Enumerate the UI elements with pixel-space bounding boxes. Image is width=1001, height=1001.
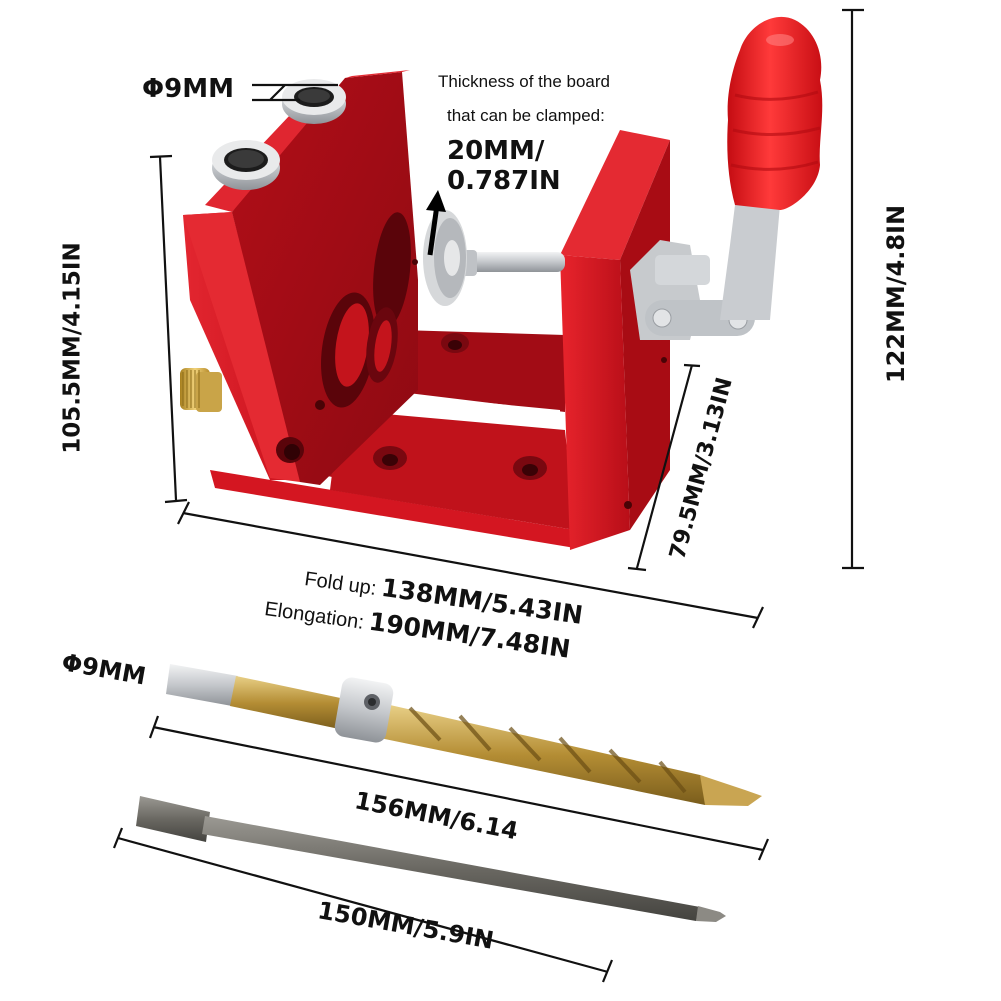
drill-flute	[380, 705, 740, 805]
step-drill-bit	[166, 664, 762, 806]
base-hole	[522, 464, 538, 476]
square-driver-bit	[136, 796, 726, 922]
pocket-hole-jig	[180, 70, 670, 550]
jig-width-dim	[177, 501, 764, 629]
base-hole	[448, 340, 462, 350]
drill-flute-twist	[408, 706, 687, 794]
brass-depth-knob	[180, 368, 222, 412]
total-height-label: 122MM/4.8IN	[882, 204, 911, 384]
toggle-clamp-body	[655, 255, 710, 285]
toggle-clamp	[630, 16, 823, 340]
clamp-thickness-in: 0.787IN	[447, 166, 561, 196]
drill-guide-opening	[335, 303, 369, 387]
drill-stop-collar	[334, 677, 394, 743]
drill-tip	[700, 775, 762, 806]
jig-guide-side-front	[183, 212, 300, 482]
total-height-dim	[842, 8, 864, 570]
screw-hole	[315, 400, 325, 410]
driver-shaft	[202, 816, 700, 921]
bushing-diameter-pointer	[252, 83, 338, 102]
clamp-caption-line2: that can be clamped:	[447, 106, 605, 125]
clamp-spindle	[465, 252, 565, 272]
screw-hole	[412, 259, 418, 265]
jig-height-dim	[149, 154, 188, 504]
jig-clamp-post-front	[560, 255, 630, 550]
clamp-thickness-mm: 20MM/	[447, 136, 545, 166]
jig-guide-face	[232, 72, 418, 485]
base-hole	[382, 454, 398, 466]
drill-guide-bushing	[212, 140, 280, 190]
jig-height-label: 105.5MM/4.15IN	[59, 242, 86, 454]
drill-shank	[166, 664, 238, 706]
screw-hole	[624, 501, 632, 509]
side-hole	[284, 444, 300, 460]
screw-hole	[661, 357, 667, 363]
drill-guide-bushing	[282, 79, 346, 124]
bushing-diameter-label: Φ9MM	[142, 74, 234, 104]
driver-length-dim	[112, 827, 614, 983]
clamp-pad-center	[444, 240, 460, 276]
jig-depth-dim	[627, 363, 701, 572]
jig-back-rail	[400, 330, 565, 412]
jig-guide-face-edge	[345, 70, 410, 78]
clamp-caption-line1: Thickness of the board	[438, 72, 610, 91]
jig-lower-beam	[330, 410, 575, 530]
drill-guide-opening	[374, 320, 392, 372]
toggle-clamp-handle	[727, 16, 823, 210]
driver-tip	[696, 906, 726, 922]
toggle-clamp-lever	[720, 205, 780, 320]
drill-guide-opening	[373, 212, 411, 328]
toggle-clamp-rivet	[652, 308, 672, 328]
jig-clamp-post-top	[560, 130, 670, 260]
drill-length-dim	[148, 715, 770, 861]
dimension-lines	[112, 8, 864, 983]
clamp-thickness-arrow-icon	[426, 190, 446, 256]
drill-shank-gold	[230, 676, 350, 730]
jig-slot-window	[375, 392, 560, 428]
jig-base-plate	[210, 470, 575, 548]
driver-hex-shank	[136, 796, 210, 842]
